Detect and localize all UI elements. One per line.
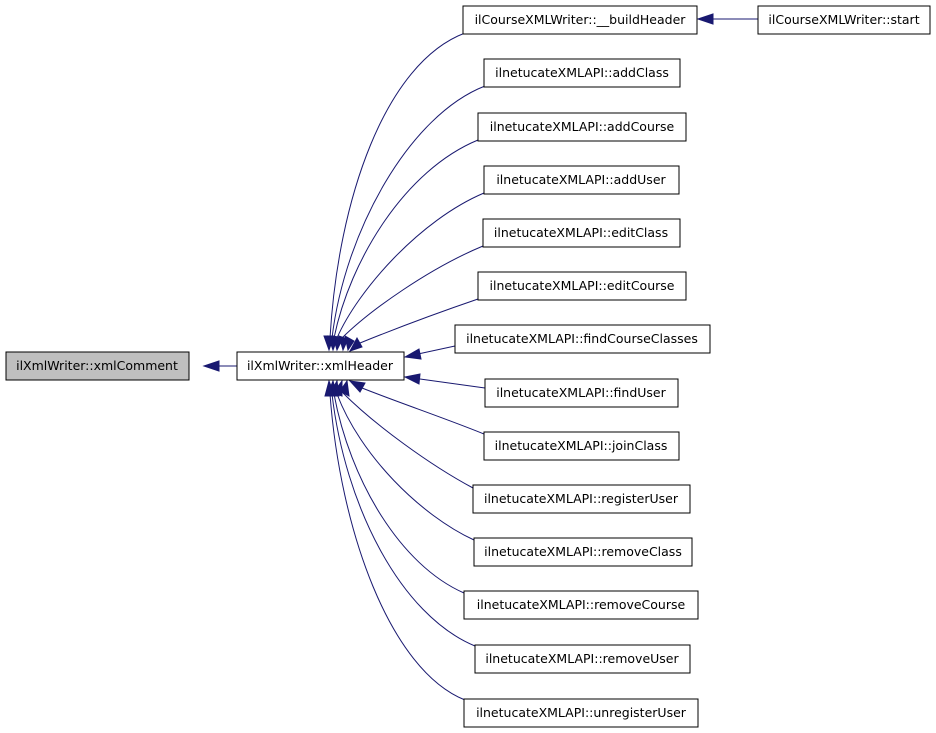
node-editcourse[interactable]: ilnetucateXMLAPI::editCourse — [477, 271, 687, 301]
node-buildheader[interactable]: ilCourseXMLWriter::__buildHeader — [462, 5, 698, 35]
edge-removecourse-to-xmlheader — [333, 393, 465, 594]
node-label: ilnetucateXMLAPI::addClass — [495, 65, 669, 80]
edges — [202, 13, 758, 701]
node-adduser[interactable]: ilnetucateXMLAPI::addUser — [483, 165, 680, 195]
edge-arrowhead — [403, 373, 421, 385]
node-label: ilnetucateXMLAPI::joinClass — [495, 438, 668, 453]
edge-arrowhead — [324, 379, 336, 397]
node-xmlcomment[interactable]: ilXmlWriter::xmlComment — [5, 351, 190, 381]
node-label: ilnetucateXMLAPI::removeClass — [484, 544, 682, 559]
node-label: ilXmlWriter::xmlHeader — [247, 358, 394, 373]
edge-addclass-to-xmlheader — [331, 85, 486, 339]
node-addcourse[interactable]: ilnetucateXMLAPI::addCourse — [477, 112, 687, 142]
node-label: ilnetucateXMLAPI::unregisterUser — [476, 705, 687, 720]
node-xmlheader[interactable]: ilXmlWriter::xmlHeader — [236, 351, 405, 381]
node-start[interactable]: ilCourseXMLWriter::start — [757, 5, 931, 35]
edge-joinclass-to-xmlheader — [361, 387, 485, 435]
edge-addcourse-to-xmlheader — [333, 139, 479, 339]
edge-arrowhead — [403, 348, 422, 360]
edge-editclass-to-xmlheader — [340, 245, 484, 340]
node-label: ilnetucateXMLAPI::editClass — [494, 225, 668, 240]
edge-findcourseclasses-to-xmlheader — [417, 345, 456, 355]
edge-arrowhead — [348, 336, 363, 352]
node-removeclass[interactable]: ilnetucateXMLAPI::removeClass — [473, 537, 693, 567]
edge-removeuser-to-xmlheader — [331, 393, 476, 647]
node-addclass[interactable]: ilnetucateXMLAPI::addClass — [483, 58, 681, 88]
edge-arrowhead — [696, 13, 714, 25]
arrowheads-xmlheader — [323, 335, 422, 397]
edge-registeruser-to-xmlheader — [342, 392, 474, 489]
edge-finduser-to-xmlheader — [419, 378, 486, 389]
edge-arrowhead — [344, 335, 355, 352]
node-registeruser[interactable]: ilnetucateXMLAPI::registerUser — [472, 484, 691, 514]
node-label: ilnetucateXMLAPI::removeCourse — [477, 597, 686, 612]
node-finduser[interactable]: ilnetucateXMLAPI::findUser — [484, 378, 679, 408]
node-label: ilnetucateXMLAPI::registerUser — [484, 491, 679, 506]
edge-buildheader-to-xmlheader — [329, 32, 466, 339]
node-label: ilnetucateXMLAPI::addUser — [496, 172, 666, 187]
edge-editcourse-to-xmlheader — [359, 298, 479, 344]
node-editclass[interactable]: ilnetucateXMLAPI::editClass — [482, 218, 681, 248]
node-joinclass[interactable]: ilnetucateXMLAPI::joinClass — [483, 431, 680, 461]
node-label: ilCourseXMLWriter::__buildHeader — [475, 12, 687, 27]
edge-arrowhead — [348, 380, 366, 393]
node-label: ilnetucateXMLAPI::addCourse — [490, 119, 675, 134]
node-label: ilXmlWriter::xmlComment — [16, 358, 178, 373]
edge-adduser-to-xmlheader — [336, 192, 485, 339]
node-label: ilCourseXMLWriter::start — [768, 12, 919, 27]
node-label: ilnetucateXMLAPI::editCourse — [490, 278, 675, 293]
node-label: ilnetucateXMLAPI::findUser — [496, 385, 666, 400]
node-removeuser[interactable]: ilnetucateXMLAPI::removeUser — [474, 644, 691, 674]
node-unregisteruser[interactable]: ilnetucateXMLAPI::unregisterUser — [463, 698, 699, 728]
edge-arrowhead — [202, 360, 220, 372]
edge-unregisteruser-to-xmlheader — [329, 393, 466, 701]
edge-removeclass-to-xmlheader — [336, 393, 475, 541]
node-removecourse[interactable]: ilnetucateXMLAPI::removeCourse — [463, 590, 699, 620]
node-findcourseclasses[interactable]: ilnetucateXMLAPI::findCourseClasses — [454, 324, 711, 354]
node-label: ilnetucateXMLAPI::findCourseClasses — [466, 331, 698, 346]
node-label: ilnetucateXMLAPI::removeUser — [485, 651, 679, 666]
